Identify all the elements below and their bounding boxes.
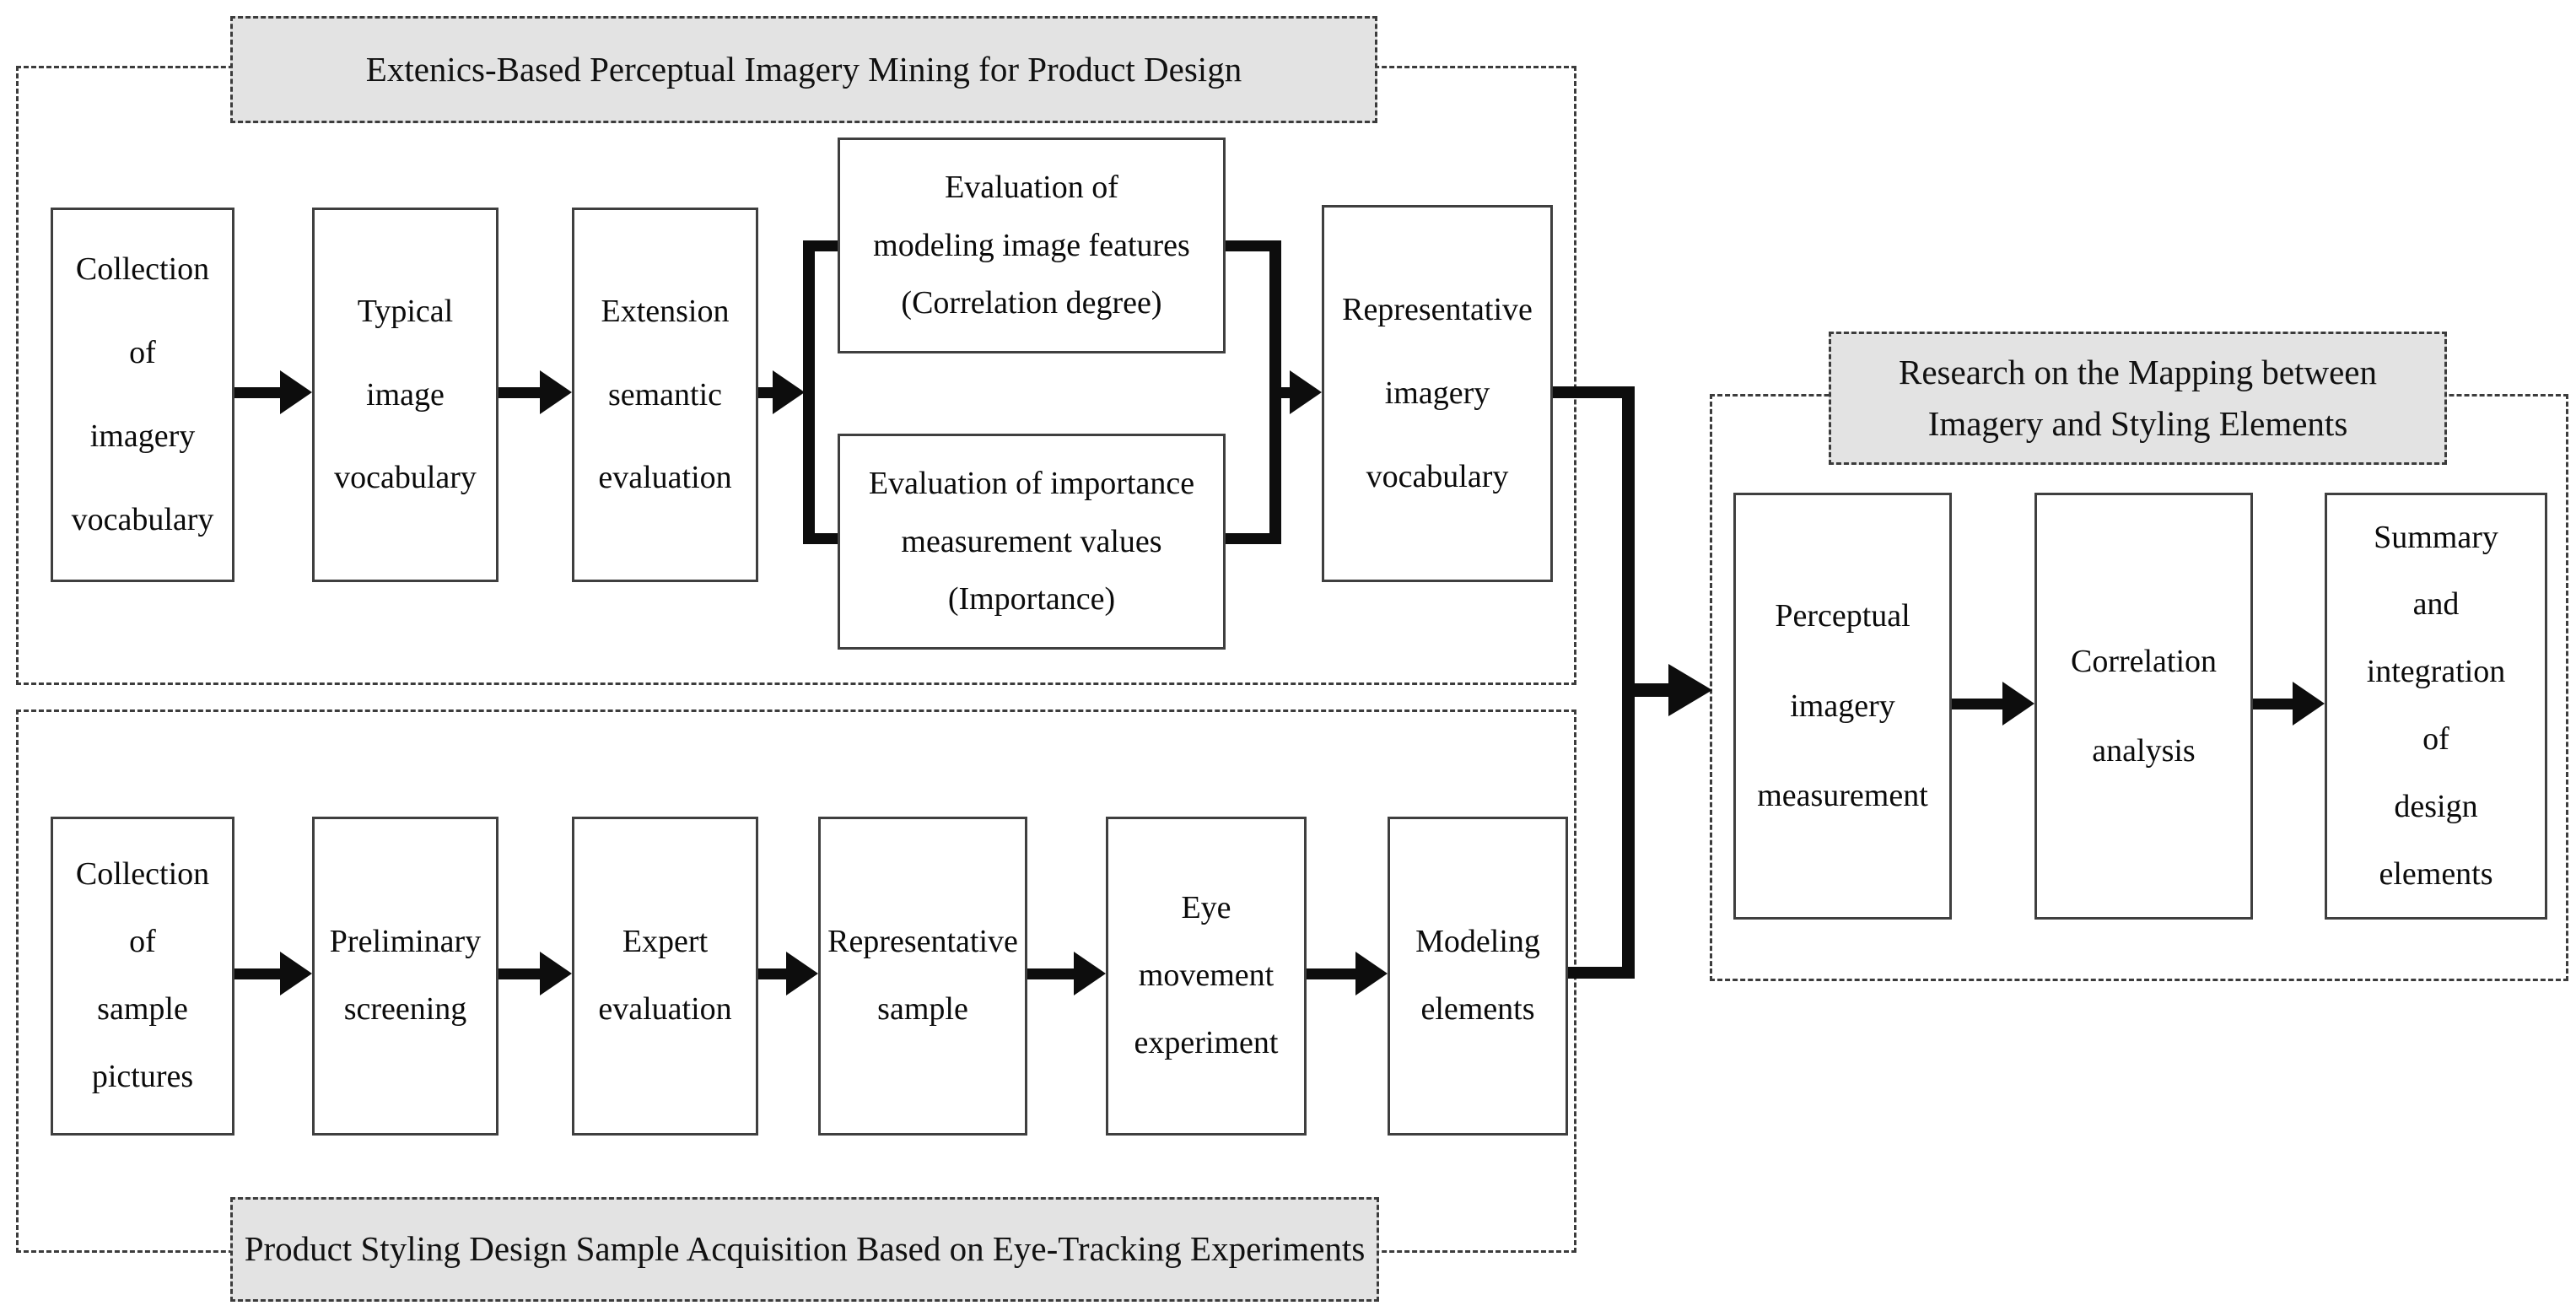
arrow-extension-to-split-head xyxy=(773,370,805,414)
arrow-imagery-vocab-to-typical-shaft xyxy=(229,387,280,398)
split-bracket-vertical xyxy=(803,240,815,544)
box-label: Perceptual imagery measurement xyxy=(1757,598,1928,814)
arrow-perceptual-to-correlation-shaft xyxy=(1947,699,2002,709)
arrow-eye-movement-to-modeling-shaft xyxy=(1301,968,1355,979)
box-label: Eye movement experiment xyxy=(1134,890,1279,1060)
box-label: Expert evaluation xyxy=(598,924,732,1027)
join-bracket-vertical xyxy=(1269,240,1281,544)
arrow-screening-to-expert-shaft xyxy=(493,968,540,979)
box-label: Extension semantic evaluation xyxy=(598,293,732,496)
box-typical-image-vocabulary: Typical image vocabulary xyxy=(312,208,498,582)
right-section-title: Research on the Mapping between Imagery … xyxy=(1829,332,2447,465)
join-bracket-top-stub xyxy=(1222,240,1269,251)
arrow-correlation-to-summary-shaft xyxy=(2248,699,2293,709)
join-bracket-bottom-stub xyxy=(1222,533,1269,544)
arrow-extension-to-split-shaft xyxy=(756,387,773,398)
arrow-sample-pictures-to-screening-shaft xyxy=(229,968,280,979)
box-label: Collection of sample pictures xyxy=(75,856,210,1094)
arrow-join-to-representative-vocab-head xyxy=(1290,370,1322,414)
box-label: Evaluation of modeling image features (C… xyxy=(873,170,1190,321)
box-label: Collection of imagery vocabulary xyxy=(71,251,214,537)
split-bracket-bottom-stub xyxy=(803,533,840,544)
arrow-eye-movement-to-modeling-head xyxy=(1355,952,1388,995)
merge-top-stub xyxy=(1548,386,1634,398)
box-collection-imagery-vocabulary: Collection of imagery vocabulary xyxy=(51,208,234,582)
arrow-merge-to-mapping-section-head xyxy=(1668,664,1712,716)
merge-bottom-stub xyxy=(1563,967,1634,979)
box-collection-sample-pictures: Collection of sample pictures xyxy=(51,817,234,1136)
box-evaluation-importance-measurement: Evaluation of importance measurement val… xyxy=(838,434,1226,650)
box-label: Preliminary screening xyxy=(329,924,482,1027)
bottom-section-title-text: Product Styling Design Sample Acquisitio… xyxy=(244,1229,1366,1269)
box-evaluation-modeling-image-features: Evaluation of modeling image features (C… xyxy=(838,138,1226,353)
arrow-merge-to-mapping-section-shaft xyxy=(1635,683,1668,697)
arrow-imagery-vocab-to-typical-head xyxy=(280,370,312,414)
arrow-representative-sample-to-eye-movement-head xyxy=(1074,952,1106,995)
box-extension-semantic-evaluation: Extension semantic evaluation xyxy=(572,208,758,582)
split-bracket-top-stub xyxy=(803,240,840,251)
arrow-correlation-to-summary-head xyxy=(2293,682,2325,726)
arrow-expert-to-representative-sample-shaft xyxy=(753,968,786,979)
box-summary-integration-design-elements: Summary and integration of design elemen… xyxy=(2325,493,2547,920)
arrow-perceptual-to-correlation-head xyxy=(2002,682,2034,726)
box-label: Evaluation of importance measurement val… xyxy=(868,466,1195,618)
arrow-join-to-representative-vocab-shaft xyxy=(1281,387,1291,398)
right-section-title-text: Research on the Mapping between Imagery … xyxy=(1899,352,2377,444)
box-label: Representative imagery vocabulary xyxy=(1342,292,1533,494)
box-perceptual-imagery-measurement: Perceptual imagery measurement xyxy=(1733,493,1952,920)
top-section-title-text: Extenics-Based Perceptual Imagery Mining… xyxy=(365,49,1242,89)
box-label: Correlation analysis xyxy=(2070,643,2218,769)
box-label: Modeling elements xyxy=(1415,924,1540,1027)
box-representative-sample: Representative sample xyxy=(818,817,1027,1136)
box-label: Summary and integration of design elemen… xyxy=(2366,519,2506,892)
bottom-section-title: Product Styling Design Sample Acquisitio… xyxy=(230,1197,1379,1302)
box-eye-movement-experiment: Eye movement experiment xyxy=(1106,817,1307,1136)
box-label: Typical image vocabulary xyxy=(334,293,477,496)
arrow-representative-sample-to-eye-movement-shaft xyxy=(1022,968,1074,979)
arrow-sample-pictures-to-screening-head xyxy=(280,952,312,995)
box-correlation-analysis: Correlation analysis xyxy=(2034,493,2253,920)
arrow-typical-to-extension-shaft xyxy=(493,387,540,398)
top-section-title: Extenics-Based Perceptual Imagery Mining… xyxy=(230,16,1377,123)
merge-vertical xyxy=(1622,386,1635,979)
arrow-screening-to-expert-head xyxy=(540,952,572,995)
box-expert-evaluation: Expert evaluation xyxy=(572,817,758,1136)
box-label: Representative sample xyxy=(827,924,1018,1027)
box-modeling-elements: Modeling elements xyxy=(1388,817,1568,1136)
arrow-typical-to-extension-head xyxy=(540,370,572,414)
box-preliminary-screening: Preliminary screening xyxy=(312,817,498,1136)
arrow-expert-to-representative-sample-head xyxy=(786,952,818,995)
box-representative-imagery-vocabulary: Representative imagery vocabulary xyxy=(1322,205,1553,582)
